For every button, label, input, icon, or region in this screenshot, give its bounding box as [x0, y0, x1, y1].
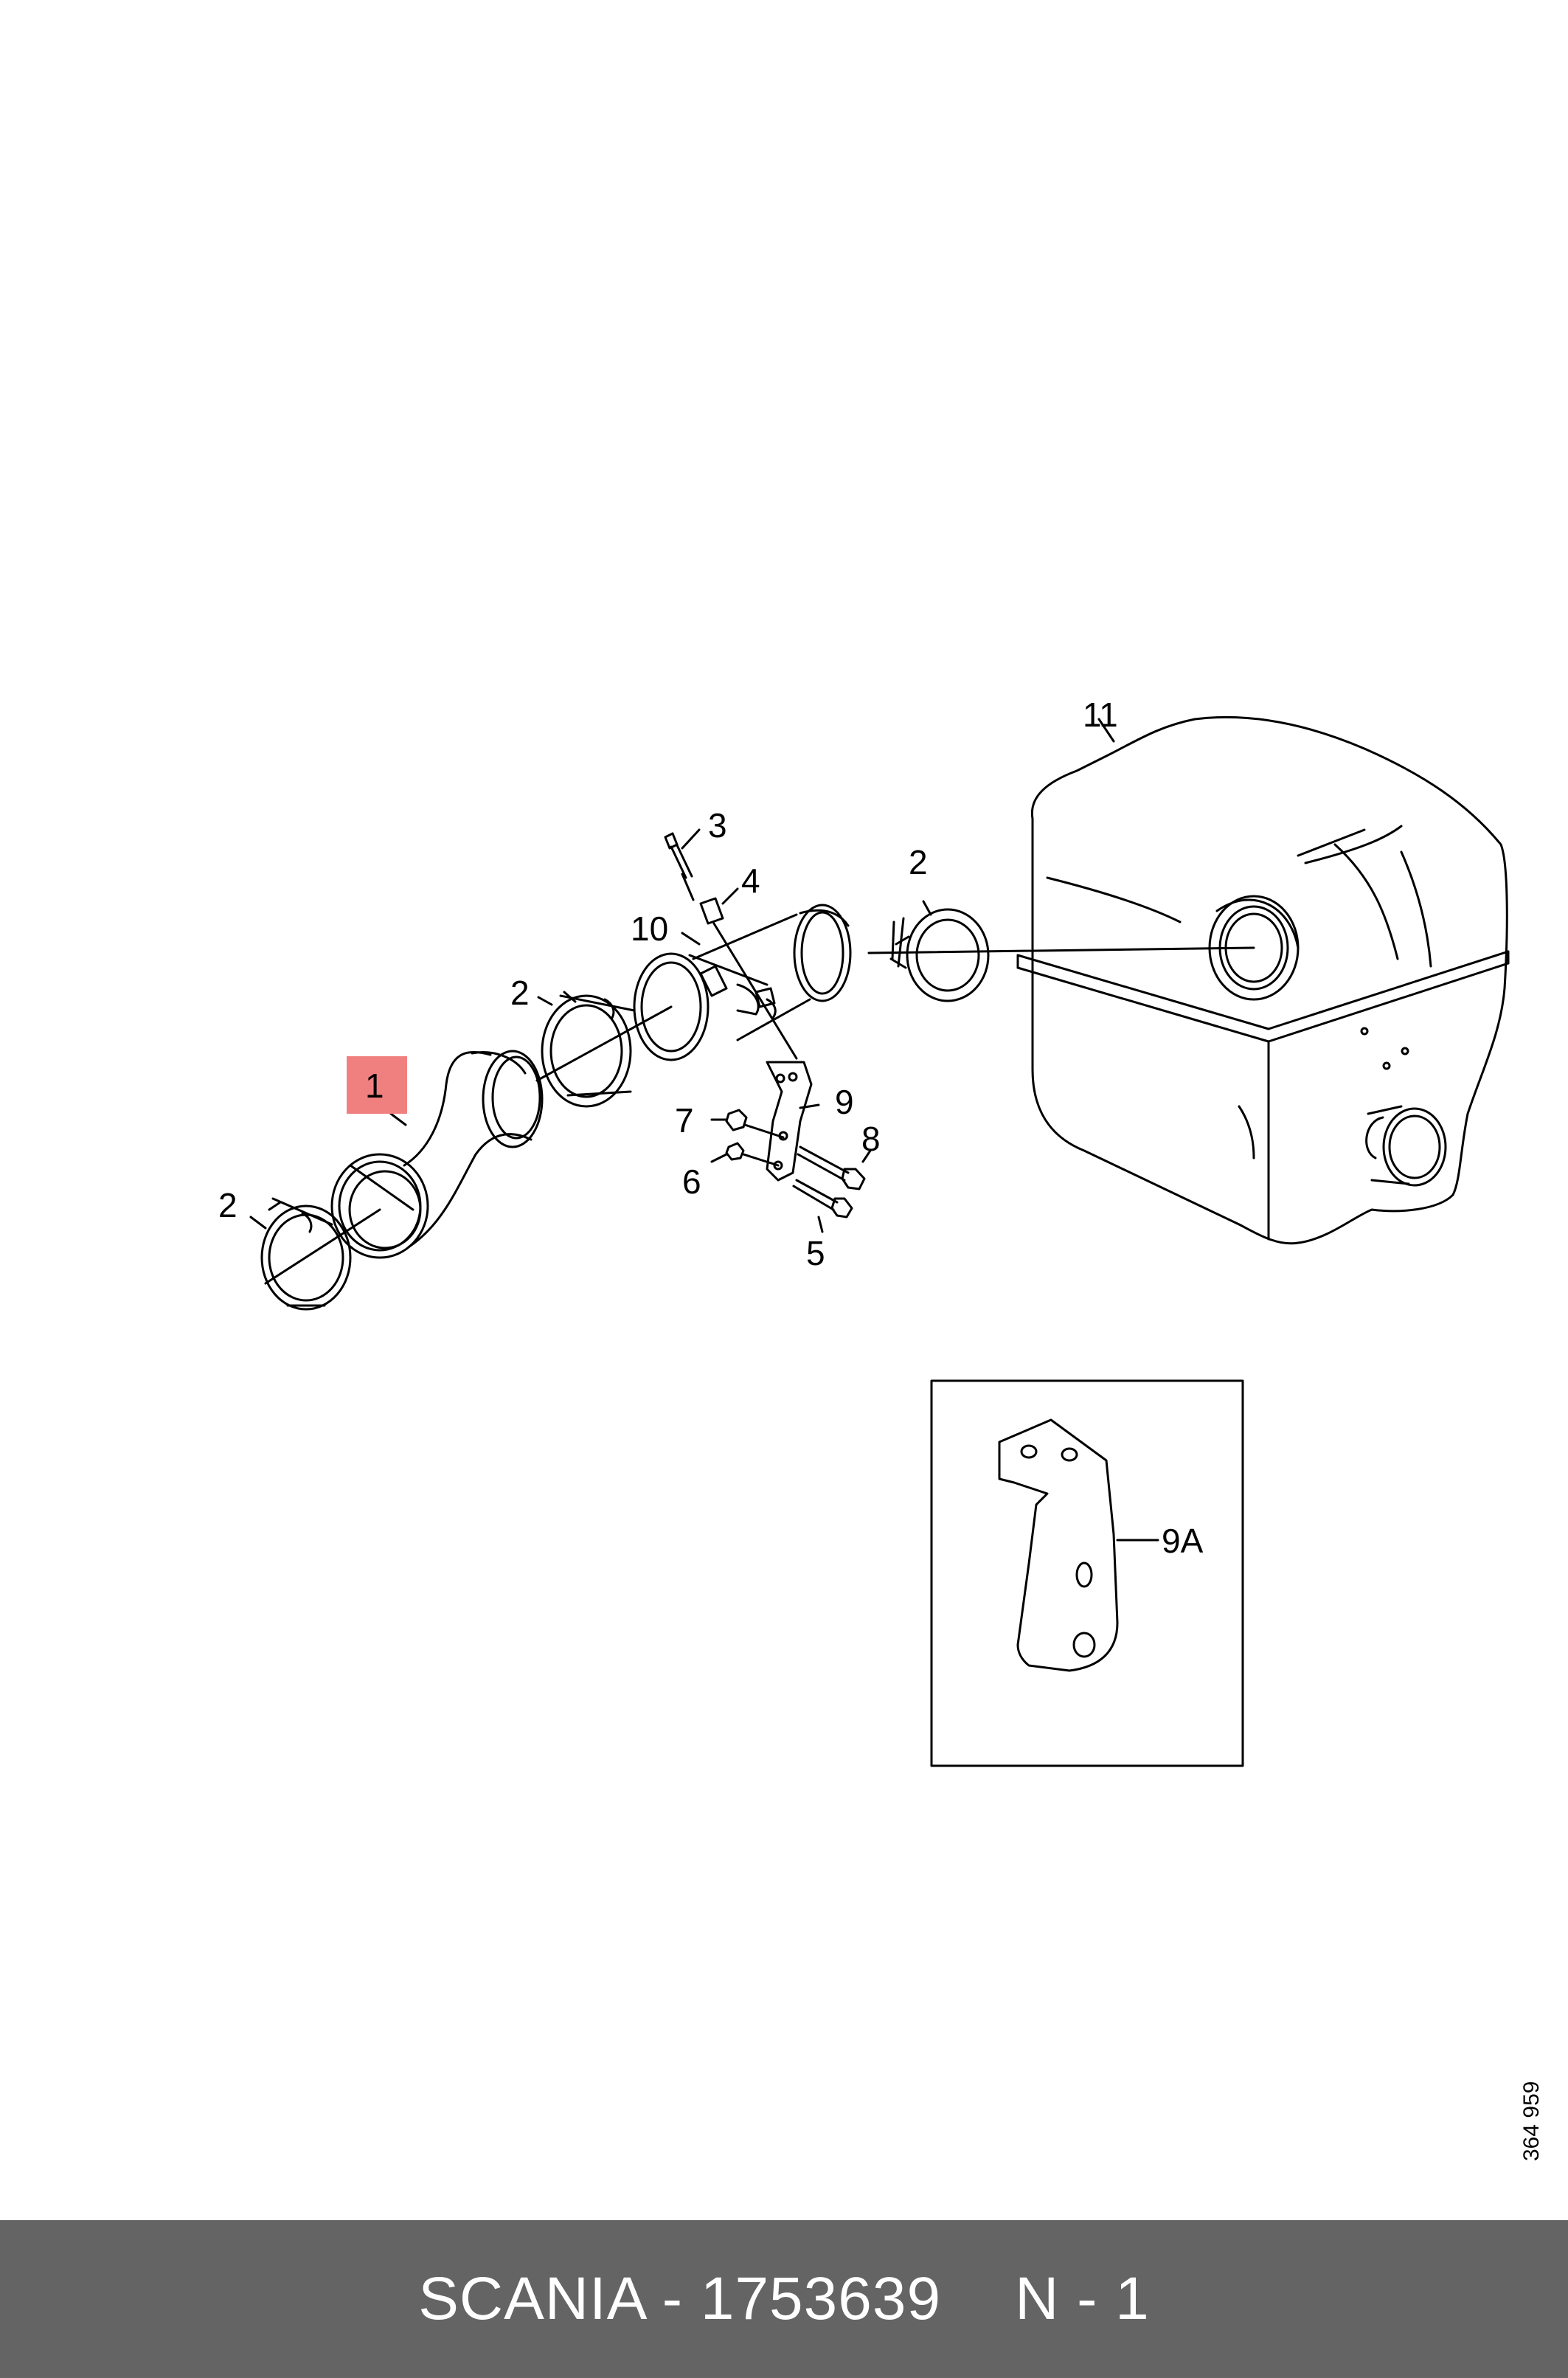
detail-inset-9a [930, 1379, 1244, 1767]
clamp-part-2-right [867, 908, 1255, 1002]
highlight-part-1 [347, 1056, 407, 1114]
bolt-part-8 [797, 1145, 866, 1190]
callout-5: 5 [806, 1234, 825, 1272]
nut-part-6 [725, 1142, 745, 1161]
pipe-part-10 [633, 904, 852, 1061]
callout-6: 6 [682, 1162, 701, 1201]
bracket-part-9 [766, 1061, 813, 1182]
callout-9a: 9A [1162, 1522, 1204, 1560]
clamp-part-2-left [260, 1197, 381, 1311]
silencer-part-11 [1016, 715, 1510, 1245]
pipe-part-1 [330, 1050, 544, 1259]
clamp-part-2-middle [535, 991, 673, 1108]
callout-2-right: 2 [909, 843, 928, 881]
callout-7: 7 [675, 1101, 694, 1140]
callout-4: 4 [741, 862, 760, 900]
footer-part-number: SCANIA - 1753639 [418, 2265, 942, 2332]
bolt-part-3 [664, 832, 695, 901]
callout-11: 11 [1083, 696, 1118, 734]
callout-3: 3 [708, 806, 727, 845]
callout-2-left: 2 [218, 1186, 237, 1224]
bolt-part-5 [792, 1179, 853, 1219]
callout-1: 1 [365, 1067, 384, 1105]
sleeve-part-4 [699, 897, 798, 1060]
callout-8: 8 [861, 1120, 881, 1158]
drawing-number: 364 959 [1519, 2081, 1544, 2161]
footer-bar: SCANIA - 1753639 N - 1 [0, 2220, 1568, 2378]
footer-quantity: N - 1 [1015, 2265, 1150, 2332]
callout-2-middle: 2 [510, 974, 530, 1012]
exploded-parts-diagram: 1 2 2 2 3 4 5 6 7 8 9 10 11 9A [218, 696, 1510, 1767]
callout-10: 10 [631, 909, 668, 948]
callout-9: 9 [835, 1083, 854, 1121]
nut-part-7 [725, 1109, 748, 1131]
